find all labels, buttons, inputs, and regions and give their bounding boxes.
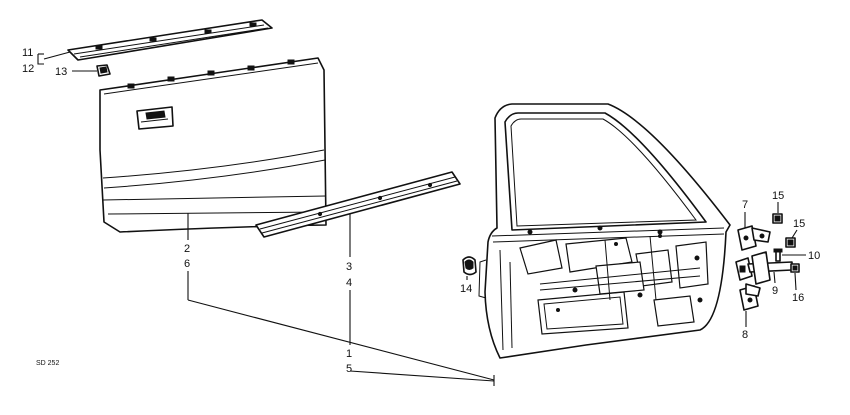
leader-lines bbox=[37, 51, 806, 386]
bolt-15a-part bbox=[772, 213, 783, 224]
bolt-10-part bbox=[773, 248, 783, 262]
callout-5: 5 bbox=[346, 363, 352, 375]
upper-hinge-part bbox=[737, 225, 771, 251]
callout-16: 16 bbox=[792, 292, 804, 304]
callout-12: 12 bbox=[22, 63, 34, 75]
clip-14-part bbox=[462, 256, 477, 276]
callout-8: 8 bbox=[742, 329, 748, 341]
callout-1: 1 bbox=[346, 348, 352, 360]
door-outer-panel bbox=[99, 57, 327, 233]
callout-9: 9 bbox=[772, 285, 778, 297]
door-shell bbox=[478, 103, 731, 359]
callout-6: 6 bbox=[184, 258, 190, 270]
callout-3: 3 bbox=[346, 261, 352, 273]
door-check-part bbox=[735, 251, 793, 285]
drawing-code: SD 252 bbox=[36, 360, 59, 367]
callout-7: 7 bbox=[742, 199, 748, 211]
clip-part bbox=[96, 64, 111, 77]
callout-10: 10 bbox=[808, 250, 820, 262]
callout-11: 11 bbox=[22, 47, 33, 59]
callout-2: 2 bbox=[184, 243, 190, 255]
callout-14: 14 bbox=[460, 283, 472, 295]
lower-hinge-part bbox=[739, 283, 761, 311]
callout-15-lower: 15 bbox=[793, 218, 805, 230]
bolt-16-part bbox=[790, 263, 800, 273]
door-moulding bbox=[255, 171, 461, 238]
callout-4: 4 bbox=[346, 277, 352, 289]
callout-13: 13 bbox=[55, 66, 67, 78]
weatherstrip-part bbox=[67, 19, 273, 61]
bolt-15b-part bbox=[785, 237, 796, 248]
callout-15-upper: 15 bbox=[772, 190, 784, 202]
